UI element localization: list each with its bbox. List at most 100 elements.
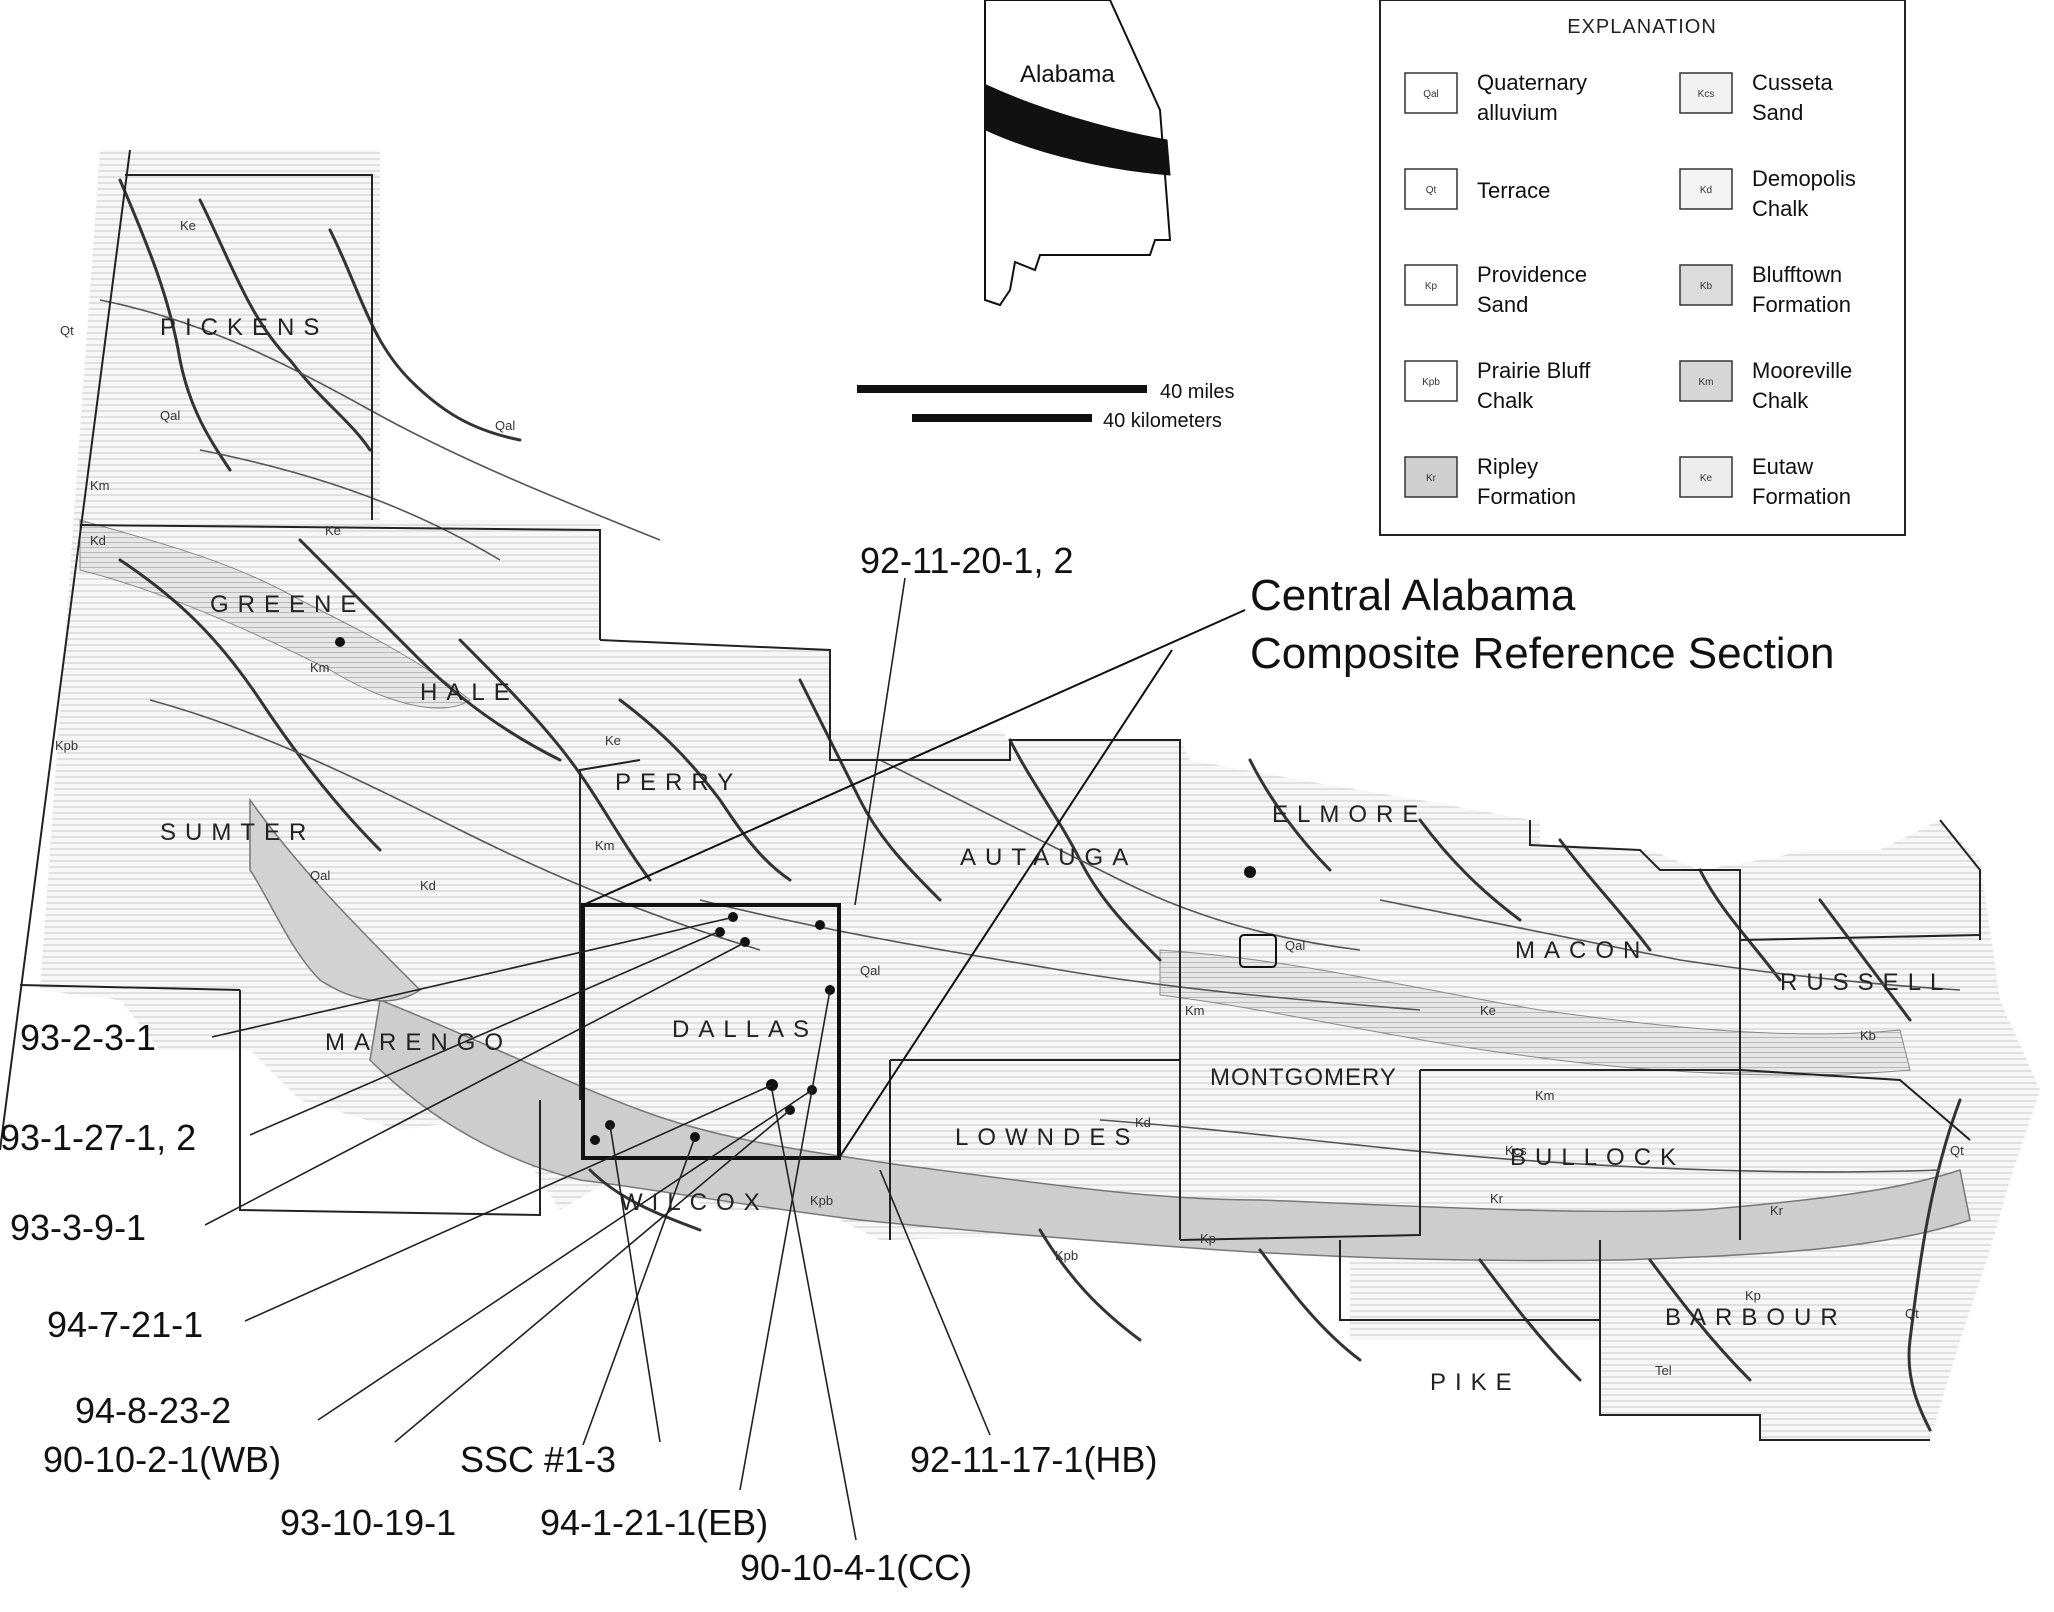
legend-label: Formation <box>1477 484 1576 509</box>
map-unit-label: Km <box>1185 1003 1205 1018</box>
map-unit-labels: Qt Ke Qal Qal Km Kd Ke Km Kpb Qal Kd Km … <box>55 218 1964 1378</box>
legend-item: Qal Quaternary alluvium <box>1404 70 1587 125</box>
legend-label: Prairie Bluff <box>1477 358 1591 383</box>
section-title-line2: Composite Reference Section <box>1250 629 1835 678</box>
legend-swatch <box>1679 72 1733 114</box>
legend-label: Blufftown <box>1752 262 1842 287</box>
legend-label: Formation <box>1752 292 1851 317</box>
legend-swatch <box>1679 360 1733 402</box>
legend-swatch <box>1404 168 1458 210</box>
map-unit-label: Kr <box>1770 1203 1784 1218</box>
legend-swatch-code: Kb <box>1700 281 1713 292</box>
section-title-line1: Central Alabama <box>1250 571 1576 620</box>
sample-label: 90-10-2-1(WB) <box>43 1439 281 1480</box>
map-unit-label: Ke <box>325 523 341 538</box>
map-unit-label: Ke <box>1480 1003 1496 1018</box>
legend-label: Mooreville <box>1752 358 1852 383</box>
legend-swatch <box>1404 360 1458 402</box>
sample-label: 93-3-9-1 <box>10 1207 146 1248</box>
map-unit-label: Kp <box>1745 1288 1761 1303</box>
map-unit-label: Qal <box>1285 938 1305 953</box>
map-unit-label: Qal <box>860 963 880 978</box>
county-label-hale: HALE <box>420 679 519 706</box>
legend-swatch-code: Kr <box>1426 473 1437 484</box>
county-label-barbour: BARBOUR <box>1665 1304 1847 1331</box>
legend-label: Ripley <box>1477 454 1538 479</box>
sample-label: 92-11-20-1, 2 <box>860 540 1073 581</box>
scale-kilometers-label: 40 kilometers <box>1103 410 1222 432</box>
inset-state-label: Alabama <box>1020 61 1115 88</box>
county-label-montgomery: MONTGOMERY <box>1210 1064 1397 1091</box>
sample-labels: 92-11-20-1, 2 93-2-3-1 93-1-27-1, 2 93-3… <box>0 540 1157 1588</box>
county-labels: PICKENS GREENE HALE SUMTER PERRY MARENGO… <box>160 314 1952 1396</box>
map-unit-label: Qt <box>1905 1306 1919 1321</box>
legend-label: alluvium <box>1477 100 1558 125</box>
leader-lines <box>204 577 991 1541</box>
legend-label: Chalk <box>1752 196 1809 221</box>
county-label-dallas: DALLAS <box>672 1016 818 1043</box>
legend-swatch <box>1679 168 1733 210</box>
legend-label: Terrace <box>1477 178 1550 203</box>
legend-swatch <box>1679 456 1733 498</box>
map-unit-label: Kd <box>1135 1115 1151 1130</box>
map-unit-label: Km <box>90 478 110 493</box>
legend-swatch-code: Kd <box>1700 185 1712 196</box>
legend-swatch-code: Km <box>1699 377 1714 388</box>
county-label-elmore: ELMORE <box>1272 801 1427 828</box>
county-label-lowndes: LOWNDES <box>955 1124 1139 1151</box>
sample-label: 94-7-21-1 <box>47 1304 203 1345</box>
county-label-marengo: MARENGO <box>325 1029 512 1056</box>
legend-swatch <box>1404 456 1458 498</box>
legend-label: Formation <box>1752 484 1851 509</box>
county-label-pickens: PICKENS <box>160 314 328 341</box>
legend-swatch-code: Ke <box>1700 473 1713 484</box>
county-label-autauga: AUTAUGA <box>960 844 1137 871</box>
map-unit-label: Km <box>310 660 330 675</box>
map-unit-label: Qal <box>160 408 180 423</box>
legend-swatch-code: Kpb <box>1422 377 1440 388</box>
legend-label: Cusseta <box>1752 70 1833 95</box>
legend-swatch-code: Kp <box>1425 281 1438 292</box>
sample-label: 90-10-4-1(CC) <box>740 1547 972 1588</box>
legend-label: Sand <box>1752 100 1803 125</box>
county-label-greene: GREENE <box>210 591 365 618</box>
map-unit-label: Kd <box>90 533 106 548</box>
map-unit-label: Kcs <box>1505 1143 1527 1158</box>
reference-section-box <box>581 609 1277 1160</box>
map-unit-label: Kpb <box>55 738 78 753</box>
legend-swatch-code: Qal <box>1423 89 1439 100</box>
map-unit-label: Km <box>1535 1088 1555 1103</box>
map-unit-label: Kr <box>1490 1191 1504 1206</box>
sample-label: 93-1-27-1, 2 <box>0 1117 196 1158</box>
sample-label: SSC #1-3 <box>460 1439 616 1480</box>
legend-frame <box>1379 0 1906 536</box>
legend-swatch-code: Kcs <box>1698 89 1715 100</box>
legend-label: Demopolis <box>1752 166 1856 191</box>
map-unit-label: Km <box>595 838 615 853</box>
map-unit-label: Kp <box>1200 1231 1216 1246</box>
sample-label: 93-2-3-1 <box>20 1017 156 1058</box>
county-label-wilcox: WILCOX <box>620 1189 769 1216</box>
county-label-bullock: BULLOCK <box>1510 1144 1685 1171</box>
county-label-perry: PERRY <box>615 769 742 796</box>
map-unit-label: Tel <box>1655 1363 1672 1378</box>
section-title: Central Alabama Composite Reference Sect… <box>1250 571 1835 678</box>
map-unit-label: Kpb <box>1055 1248 1078 1263</box>
scale-bar-miles <box>857 385 1147 393</box>
county-label-russell: RUSSELL <box>1780 969 1952 996</box>
legend-label: Chalk <box>1752 388 1809 413</box>
legend-label: Quaternary <box>1477 70 1587 95</box>
map-unit-label: Qt <box>60 323 74 338</box>
map-unit-label: Qal <box>310 868 330 883</box>
legend-label: Eutaw <box>1752 454 1813 479</box>
